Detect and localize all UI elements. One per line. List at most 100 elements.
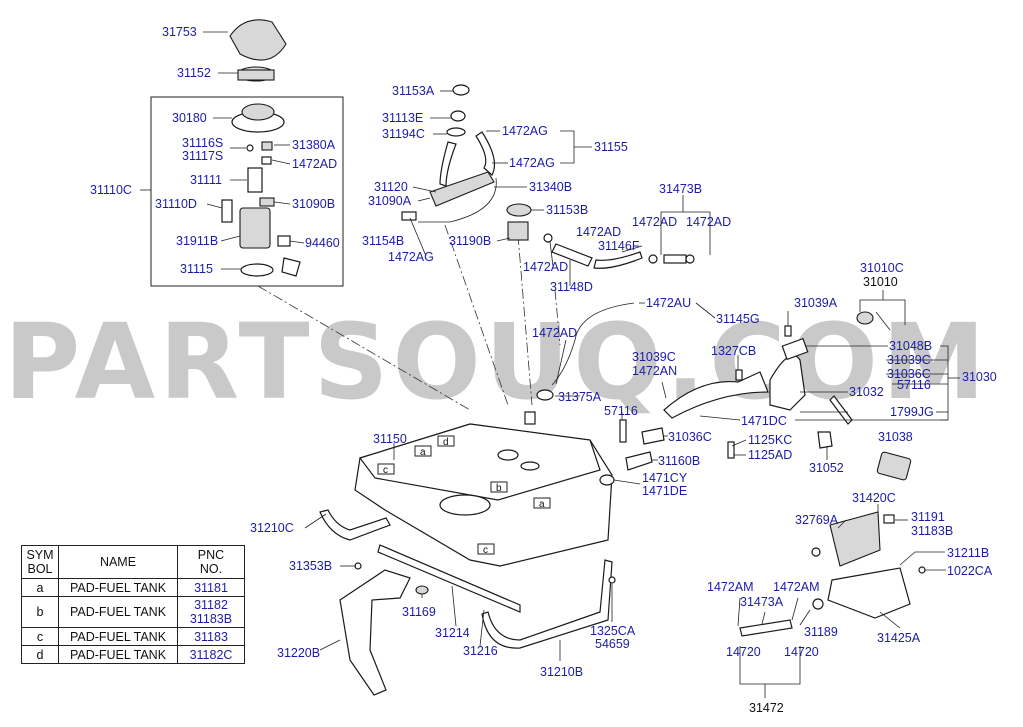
callout-31220b[interactable]: 31220B — [277, 646, 320, 660]
callout-1471de[interactable]: 1471DE — [642, 484, 687, 498]
callout-1472ad[interactable]: 1472AD — [632, 215, 677, 229]
callout-31038[interactable]: 31038 — [878, 430, 913, 444]
callout-31473a[interactable]: 31473A — [740, 595, 784, 609]
callout-1472ad[interactable]: 1472AD — [576, 225, 621, 239]
legend-pnc-link[interactable]: 31182 31183B — [177, 596, 245, 628]
callout-31145g[interactable]: 31145G — [716, 312, 760, 326]
callout-31146f[interactable]: 31146F — [598, 239, 640, 253]
valve-31113e — [450, 110, 466, 122]
callout-14720[interactable]: 14720 — [726, 645, 761, 659]
callout-31090a[interactable]: 31090A — [368, 194, 412, 208]
callout-1472ad[interactable]: 1472AD — [686, 215, 731, 229]
callout-31183b[interactable]: 31183B — [911, 524, 953, 538]
callout-31113e[interactable]: 31113E — [382, 111, 423, 125]
callout-31148d[interactable]: 31148D — [550, 280, 593, 294]
callout-31030[interactable]: 31030 — [962, 370, 997, 384]
callout-31340b[interactable]: 31340B — [529, 180, 572, 194]
callout-31375a[interactable]: 31375A — [558, 390, 602, 404]
callout-31120[interactable]: 31120 — [374, 180, 408, 194]
callout-31110c[interactable]: 31110C — [90, 183, 132, 197]
callout-31111[interactable]: 31111 — [190, 173, 222, 187]
callout-1471dc[interactable]: 1471DC — [741, 414, 787, 428]
callout-1327cb[interactable]: 1327CB — [711, 344, 756, 358]
callout-31911b[interactable]: 31911B — [176, 234, 218, 248]
callout-31191[interactable]: 31191 — [911, 510, 945, 524]
callout-31190b[interactable]: 31190B — [449, 234, 491, 248]
callout-31380a[interactable]: 31380A — [292, 138, 336, 152]
legend-pnc-link[interactable]: 31182C — [177, 645, 245, 664]
callout-31110d[interactable]: 31110D — [155, 197, 197, 211]
callout-31010c[interactable]: 31010C — [860, 261, 904, 275]
callout-1125kc[interactable]: 1125KC — [748, 433, 792, 447]
callout-31090b[interactable]: 31090B — [292, 197, 335, 211]
callout-30180[interactable]: 30180 — [172, 111, 207, 125]
clamp-a — [648, 254, 658, 264]
callout-31210b[interactable]: 31210B — [540, 665, 583, 679]
callout-1472am[interactable]: 1472AM — [773, 580, 820, 594]
callout-31425a[interactable]: 31425A — [877, 631, 921, 645]
callout-31189[interactable]: 31189 — [804, 625, 838, 639]
callout-1472ad[interactable]: 1472AD — [532, 326, 577, 340]
grommet-31194c — [446, 127, 466, 137]
callout-1799jg[interactable]: 1799JG — [890, 405, 934, 419]
callout-31152[interactable]: 31152 — [177, 66, 211, 80]
callout-31048b[interactable]: 31048B — [889, 339, 932, 353]
valve-31190b — [507, 221, 529, 241]
svg-text:a: a — [539, 499, 545, 510]
callout-31039c[interactable]: 31039C — [632, 350, 676, 364]
callout-57116[interactable]: 57116 — [897, 378, 931, 392]
clip-94460 — [277, 235, 291, 247]
callout-31211b[interactable]: 31211B — [947, 546, 989, 560]
hose-31113e — [439, 141, 457, 187]
legend-symbol: d — [21, 645, 59, 664]
legend-pnc-link[interactable]: 31181 — [177, 578, 245, 597]
callout-31036c[interactable]: 31036C — [887, 367, 931, 381]
callout-31194c[interactable]: 31194C — [382, 127, 425, 141]
legend-pnc-link[interactable]: 31183 — [177, 627, 245, 646]
callout-31116s[interactable]: 31116S — [182, 136, 223, 150]
callout-31753[interactable]: 31753 — [162, 25, 197, 39]
callout-1472an[interactable]: 1472AN — [632, 364, 677, 378]
callout-1472au[interactable]: 1472AU — [646, 296, 691, 310]
bolt-1022ca — [918, 566, 926, 574]
pad-legend-table: SYM BOL NAME PNC NO. a PAD-FUEL TANK 311… — [21, 545, 245, 664]
callout-31214[interactable]: 31214 — [435, 626, 470, 640]
callout-1125ad[interactable]: 1125AD — [748, 448, 792, 462]
callout-1472am[interactable]: 1472AM — [707, 580, 754, 594]
callout-31155[interactable]: 31155 — [594, 140, 628, 154]
callout-57116[interactable]: 57116 — [604, 404, 638, 418]
callout-1472ag[interactable]: 1472AG — [388, 250, 434, 264]
callout-31153a[interactable]: 31153A — [392, 84, 435, 98]
callout-32769a[interactable]: 32769A — [795, 513, 839, 527]
callout-31473b[interactable]: 31473B — [659, 182, 702, 196]
callout-54659[interactable]: 54659 — [595, 637, 630, 651]
callout-31039a[interactable]: 31039A — [794, 296, 838, 310]
callout-31115[interactable]: 31115 — [180, 262, 213, 276]
callout-31353b[interactable]: 31353B — [289, 559, 332, 573]
pipe-31160b — [625, 451, 653, 471]
callout-31216[interactable]: 31216 — [463, 644, 498, 658]
hose-1471dc — [663, 371, 769, 419]
callout-31160b[interactable]: 31160B — [658, 454, 700, 468]
callout-1472ag[interactable]: 1472AG — [502, 124, 548, 138]
callout-31169[interactable]: 31169 — [402, 605, 436, 619]
callout-31052[interactable]: 31052 — [809, 461, 844, 475]
callout-31154b[interactable]: 31154B — [362, 234, 404, 248]
callout-31117s[interactable]: 31117S — [182, 149, 223, 163]
callout-14720[interactable]: 14720 — [784, 645, 819, 659]
callout-31039c[interactable]: 31039C — [887, 353, 931, 367]
callout-31153b[interactable]: 31153B — [546, 203, 588, 217]
callout-1325ca[interactable]: 1325CA — [590, 624, 636, 638]
callout-31210c[interactable]: 31210C — [250, 521, 294, 535]
callout-1022ca[interactable]: 1022CA — [947, 564, 993, 578]
callout-31036c[interactable]: 31036C — [668, 430, 712, 444]
callout-94460[interactable]: 94460 — [305, 236, 340, 250]
callout-1472ad[interactable]: 1472AD — [292, 157, 337, 171]
callout-1471cy[interactable]: 1471CY — [642, 471, 688, 485]
callout-31420c[interactable]: 31420C — [852, 491, 896, 505]
callout-1472ad[interactable]: 1472AD — [523, 260, 568, 274]
callout-31032[interactable]: 31032 — [849, 385, 884, 399]
legend-name: PAD-FUEL TANK — [58, 627, 178, 646]
callout-31150[interactable]: 31150 — [373, 432, 407, 446]
callout-1472ag[interactable]: 1472AG — [509, 156, 555, 170]
